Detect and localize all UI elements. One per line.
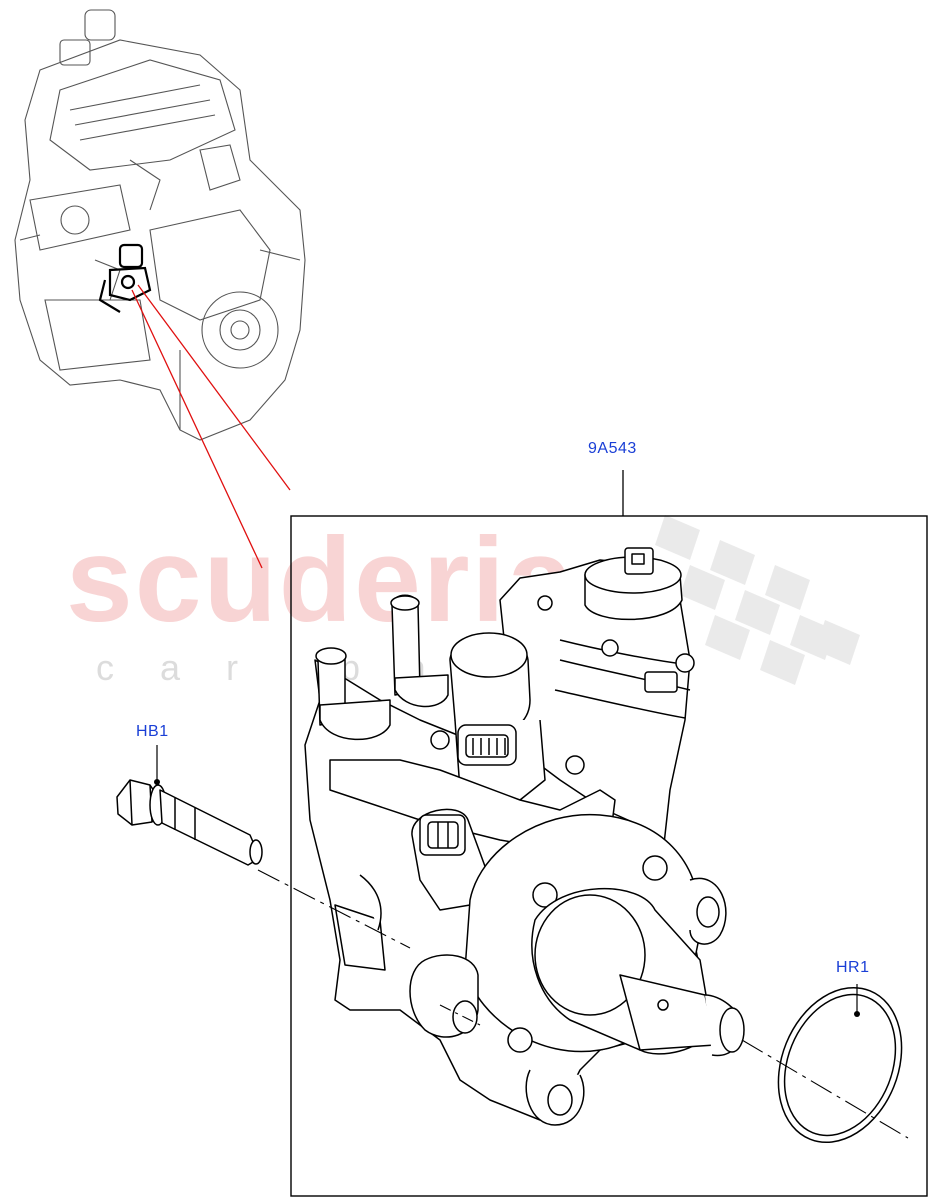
ring-callout-dot — [854, 1011, 860, 1017]
engine-pump-highlight — [98, 243, 152, 313]
bolt-axis-line — [257, 869, 411, 949]
watermark-checkered-flag — [655, 515, 860, 685]
callout-label-bolt: HB1 — [136, 723, 169, 740]
detail-frame — [290, 515, 928, 1197]
callout-label-pump: 9A543 — [588, 440, 637, 457]
watermark-logo-text: scuderia — [66, 513, 576, 647]
high-pressure-fuel-pump — [304, 547, 745, 1126]
callout-label-ring: HR1 — [836, 959, 870, 976]
ring-axis-line — [741, 1039, 909, 1139]
detail-leader-lines — [131, 284, 291, 569]
o-ring-hr1 — [777, 986, 903, 1144]
engine-overview-illustration — [14, 9, 306, 441]
bolt-axis-line-inner — [439, 1004, 481, 1026]
bolt-callout-dot — [154, 779, 160, 785]
hex-bolt-hb1 — [116, 779, 263, 866]
